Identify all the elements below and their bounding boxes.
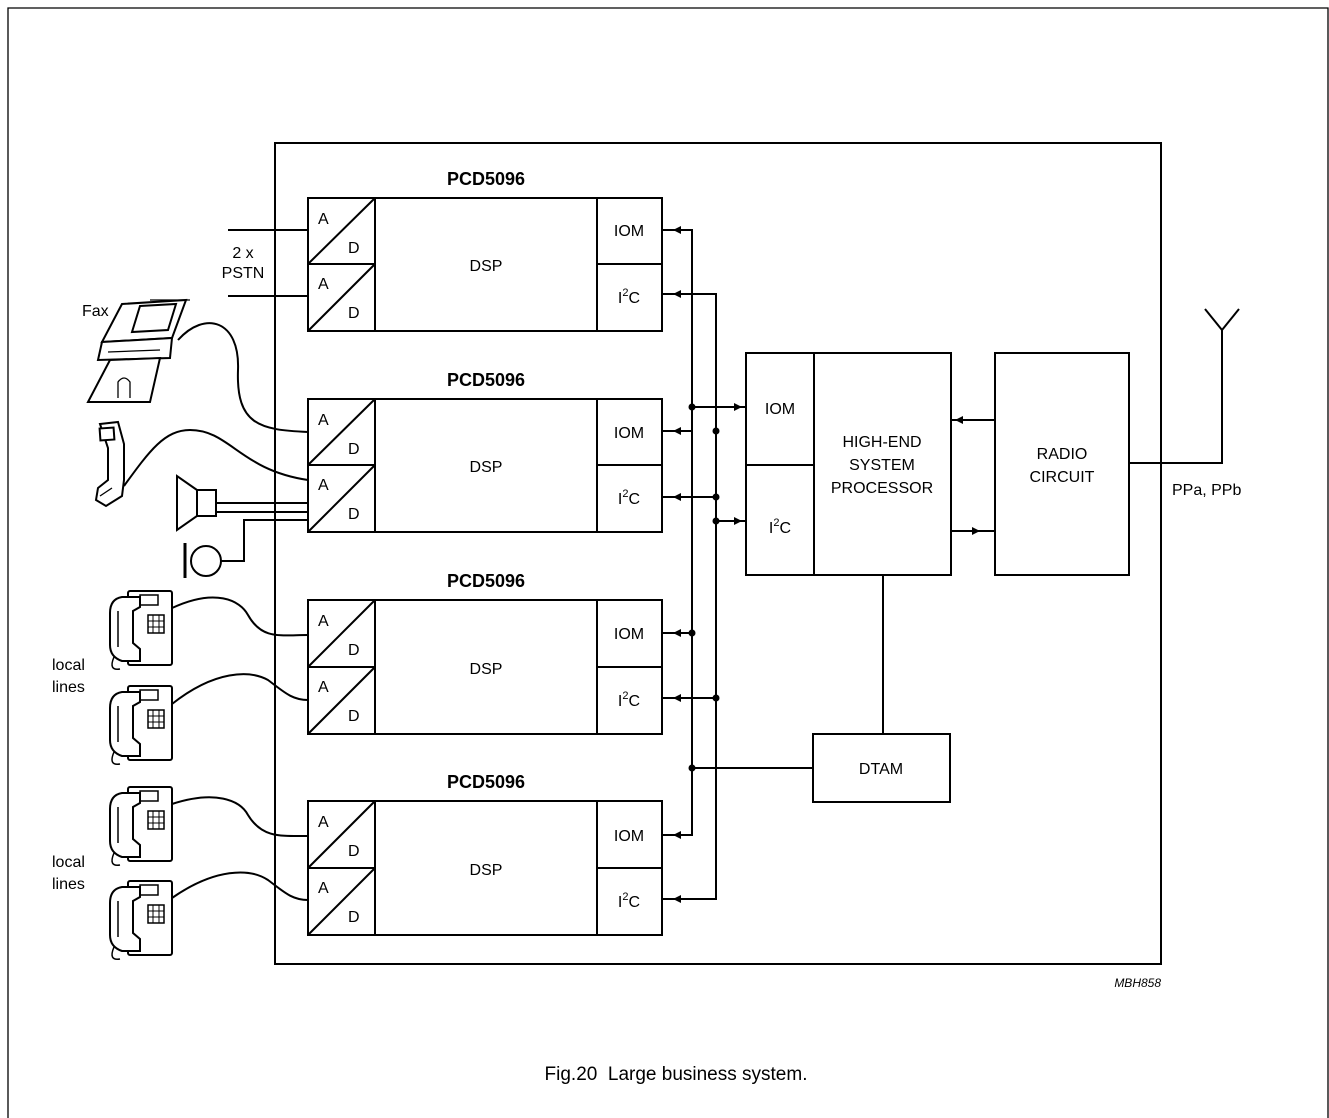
chip-1-d2: D xyxy=(348,305,360,322)
desk-phone-icon-4 xyxy=(109,880,173,961)
processor-label-3: PROCESSOR xyxy=(831,480,933,497)
fax-label: Fax xyxy=(82,303,109,320)
i2c-bus xyxy=(662,290,746,903)
pstn-label-2: PSTN xyxy=(222,265,265,282)
chip-4-iom: IOM xyxy=(614,828,644,845)
chip-4-dsp: DSP xyxy=(470,862,503,879)
chip-1-i2c: I2C xyxy=(618,287,640,307)
chip-4-a2: A xyxy=(318,880,329,897)
chip-3-iom: IOM xyxy=(614,626,644,643)
pcd5096-chip-1: PCD5096 A D A D DSP IOM I2C xyxy=(307,169,663,332)
chip-3-d1: D xyxy=(348,642,360,659)
processor-iom: IOM xyxy=(765,401,795,418)
antenna-label: PPa, PPb xyxy=(1172,482,1241,499)
chip-3-d2: D xyxy=(348,708,360,725)
local-lines-label-1a: local xyxy=(52,657,85,674)
chip-3-a1: A xyxy=(318,613,329,630)
chip-3-a2: A xyxy=(318,679,329,696)
pcd5096-chip-3: PCD5096 A D A D DSP IOM I2C xyxy=(307,571,663,735)
fax-machine-icon xyxy=(86,298,190,403)
chip-3-label: PCD5096 xyxy=(447,571,525,591)
dtam-label: DTAM xyxy=(859,761,903,778)
microphone-icon xyxy=(183,543,222,578)
phone-cable-1 xyxy=(171,596,309,637)
chip-1-d1: D xyxy=(348,240,360,257)
chip-2-a2: A xyxy=(318,477,329,494)
chip-3-i2c: I2C xyxy=(618,690,640,710)
antenna-icon xyxy=(1129,308,1240,464)
fax-cable xyxy=(177,322,309,433)
chip-1-dsp: DSP xyxy=(470,258,503,275)
chip-1-a1: A xyxy=(318,211,329,228)
handset-cable xyxy=(123,428,309,487)
figure-caption: Fig.20 Large business system. xyxy=(545,1064,808,1085)
chip-4-a1: A xyxy=(318,814,329,831)
high-end-system-processor: IOM I2C HIGH-END SYSTEM PROCESSOR xyxy=(745,352,952,576)
chip-2-iom: IOM xyxy=(614,425,644,442)
desk-phone-icon-2 xyxy=(109,685,173,766)
figure-code: MBH858 xyxy=(1114,976,1161,990)
chip-4-label: PCD5096 xyxy=(447,772,525,792)
chip-1-a2: A xyxy=(318,276,329,293)
chip-2-i2c: I2C xyxy=(618,488,640,508)
chip-2-label: PCD5096 xyxy=(447,370,525,390)
phone-cable-3 xyxy=(171,796,309,838)
local-lines-label-2b: lines xyxy=(52,876,85,893)
processor-i2c: I2C xyxy=(769,517,791,537)
radio-circuit: RADIO CIRCUIT xyxy=(994,352,1130,576)
speaker-icon xyxy=(176,474,217,532)
chip-1-iom: IOM xyxy=(614,223,644,240)
chip-4-d2: D xyxy=(348,909,360,926)
radio-label-2: CIRCUIT xyxy=(1030,469,1095,486)
iom-bus xyxy=(662,226,813,839)
radio-label-1: RADIO xyxy=(1037,446,1088,463)
chip-2-d1: D xyxy=(348,441,360,458)
local-lines-label-2a: local xyxy=(52,854,85,871)
system-boundary xyxy=(274,142,1162,965)
chip-3-dsp: DSP xyxy=(470,661,503,678)
pstn-label-1: 2 x xyxy=(232,245,253,262)
chip-2-a1: A xyxy=(318,412,329,429)
chip-2-d2: D xyxy=(348,506,360,523)
desk-phone-icon-1 xyxy=(109,590,173,671)
phone-cable-2 xyxy=(171,673,309,705)
pcd5096-chip-2: PCD5096 A D A D DSP IOM I2C xyxy=(307,370,663,533)
pstn-lines xyxy=(228,229,308,297)
phone-cable-4 xyxy=(171,871,309,901)
processor-radio-links xyxy=(951,416,995,535)
processor-label-1: HIGH-END xyxy=(842,434,921,451)
local-lines-label-1b: lines xyxy=(52,679,85,696)
pcd5096-chip-4: PCD5096 A D A D DSP IOM I2C xyxy=(307,772,663,936)
chip-1-label: PCD5096 xyxy=(447,169,525,189)
microphone-wire xyxy=(221,519,308,562)
desk-phone-icon-3 xyxy=(109,786,173,867)
chip-4-d1: D xyxy=(348,843,360,860)
processor-label-2: SYSTEM xyxy=(849,457,915,474)
dtam-block: DTAM xyxy=(812,733,951,803)
chip-2-dsp: DSP xyxy=(470,459,503,476)
handset-icon xyxy=(94,420,125,508)
page-frame xyxy=(7,7,1329,1118)
chip-4-i2c: I2C xyxy=(618,891,640,911)
